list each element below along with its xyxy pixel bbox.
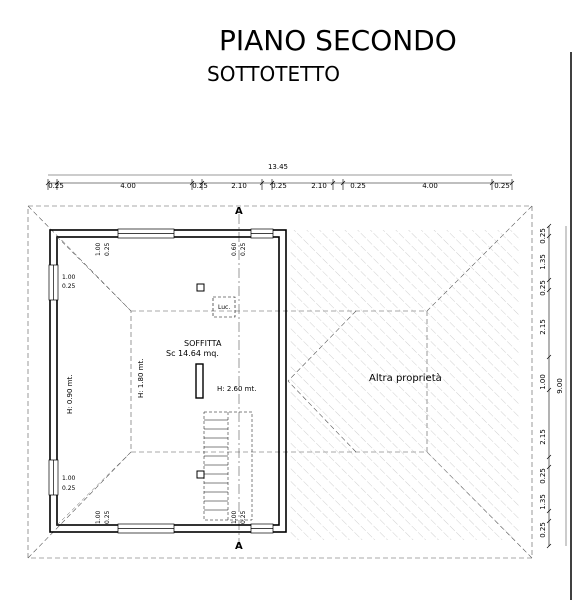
dimension-tick [546, 354, 552, 360]
right-dimension-label: 0.25 [539, 522, 547, 538]
top-total-dimension: 13.45 [268, 163, 288, 171]
wall-dim-top-1: 1.00 [95, 242, 102, 256]
section-line-a: A A [235, 206, 243, 552]
right-dimension-label: 1.35 [539, 494, 547, 510]
room-name: SOFFITTA [184, 339, 222, 348]
exterior-walls [49, 229, 287, 533]
plan-subtitle: SOTTOTETTO [207, 62, 340, 86]
right-total-dimension: 9.00 [556, 378, 564, 394]
window-openings [48, 228, 274, 534]
wall-dim-bottom-3: 1.00 [231, 510, 238, 524]
chimney-box-bottom [196, 470, 205, 479]
stair-steps [204, 419, 228, 511]
height-mid-label: H: 1.80 mt. [137, 359, 145, 398]
attic-slope-lines [56, 236, 132, 526]
neighbor-label: Altra proprietà [369, 372, 442, 384]
dimension-tick [546, 518, 552, 524]
top-dimension-label: 0.25 [271, 182, 287, 190]
right-dimension-label: 0.25 [539, 468, 547, 484]
dimension-tick [546, 287, 552, 293]
dimension-tick [546, 387, 552, 393]
right-dimension-label: 0.25 [539, 280, 547, 296]
right-dimension-labels: 0.25 1.35 0.25 2.15 1.00 2.15 0.25 1.35 0.25 [539, 228, 547, 538]
right-dimension-label: 1.00 [539, 374, 547, 390]
top-dimension-labels: 0.25 4.00 0.25 2.10 0.25 2.10 0.25 4.00 0.25 [48, 182, 510, 190]
dimension-tick [546, 233, 552, 239]
dimension-tick [546, 223, 552, 229]
top-dimension-label: 0.25 [350, 182, 366, 190]
wall-dim-bottom-4: 0.25 [240, 510, 247, 524]
height-edge-label: H: 0.90 mt. [66, 375, 74, 414]
wall-dim-left-upper-2: 0.25 [62, 283, 76, 290]
right-dimension-chain [546, 223, 567, 549]
top-dimension-label: 4.00 [120, 182, 136, 190]
skylight-label: Luc. [218, 304, 230, 311]
top-dimension-label: 0.25 [48, 182, 64, 190]
top-dimension-chain [45, 174, 515, 190]
plan-title: PIANO SECONDO [0, 24, 579, 60]
top-dimension-label: 0.25 [192, 182, 208, 190]
wall-dim-bottom-1: 1.00 [95, 510, 102, 524]
top-dimension-label: 0.25 [494, 182, 510, 190]
room-area: Sc 14.64 mq. [166, 349, 219, 358]
beam-element [195, 363, 204, 399]
wall-dim-top-4: 0.25 [240, 242, 247, 256]
wall-dim-bottom-2: 0.25 [104, 510, 111, 524]
wall-dim-top-2: 0.25 [104, 242, 111, 256]
neighbor-property-hatch [290, 230, 520, 540]
staircase [203, 411, 253, 521]
title-text: PIANO SECONDO [219, 24, 457, 57]
wall-dim-left-upper-1: 1.00 [62, 274, 76, 281]
section-marker-bottom: A [235, 541, 243, 552]
right-dimension-label: 0.25 [539, 228, 547, 244]
dimension-tick [546, 543, 552, 549]
wall-dim-top-3: 0.60 [231, 242, 238, 256]
section-marker-top: A [235, 206, 243, 217]
right-dimension-ticks [546, 223, 552, 549]
wall-dim-left-lower-2: 0.25 [62, 485, 76, 492]
top-dimension-label: 2.10 [231, 182, 247, 190]
dimension-tick [546, 508, 552, 514]
dimension-tick [546, 277, 552, 283]
right-dimension-label: 1.35 [539, 254, 547, 270]
dimension-tick [546, 454, 552, 460]
top-dimension-label: 4.00 [422, 182, 438, 190]
chimney-box-top [196, 283, 205, 292]
wall-dimension-labels: 1.00 0.25 0.60 0.25 1.00 0.25 1.00 0.25 … [62, 242, 247, 524]
dimension-tick [546, 464, 552, 470]
top-dimension-label: 2.10 [311, 182, 327, 190]
skylight: Luc. [212, 296, 236, 318]
height-center-label: H: 2.60 mt. [217, 385, 256, 393]
right-dimension-label: 2.15 [539, 429, 547, 445]
wall-dim-left-lower-1: 1.00 [62, 475, 76, 482]
right-dimension-label: 2.15 [539, 319, 547, 335]
top-dimension-ticks [45, 179, 515, 190]
